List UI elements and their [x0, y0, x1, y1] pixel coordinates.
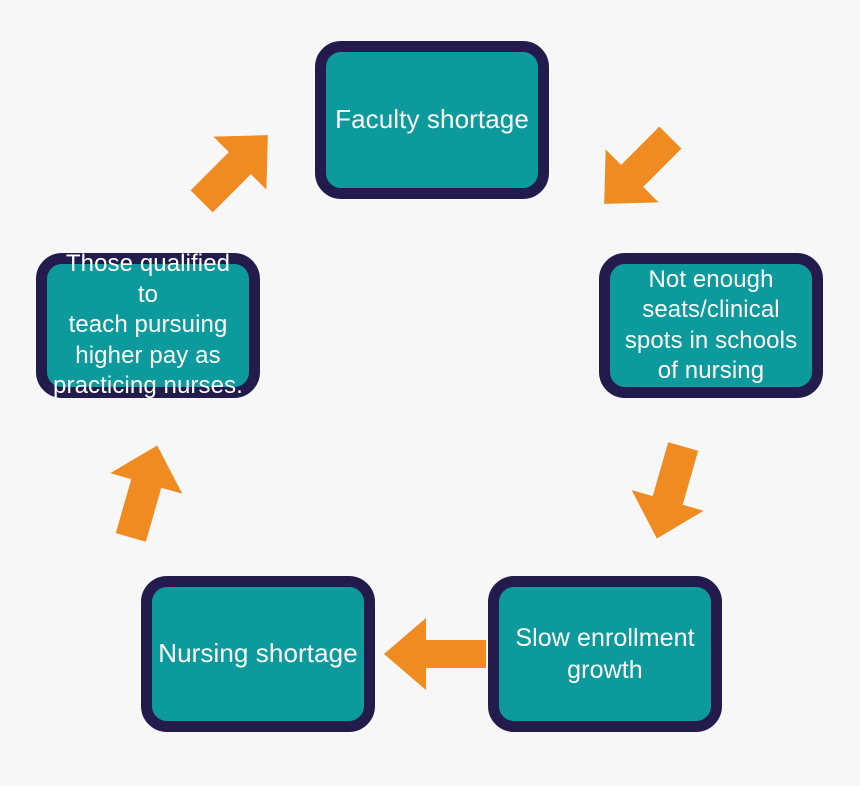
node-not-enough-seats[interactable]: Not enough seats/clinical spots in schoo…	[599, 253, 823, 398]
node-label: Those qualified to teach pursuing higher…	[53, 250, 243, 400]
node-nursing-shortage[interactable]: Nursing shortage	[141, 576, 375, 732]
arrow-up-right-icon	[182, 117, 286, 221]
node-label: Slow enrollment growth	[515, 623, 695, 685]
node-label: Faculty shortage	[335, 104, 529, 135]
arrow-up-icon	[92, 437, 196, 547]
arrow-down-icon	[618, 438, 722, 548]
node-slow-enrollment[interactable]: Slow enrollment growth	[488, 576, 722, 732]
node-faculty-shortage[interactable]: Faculty shortage	[315, 41, 549, 199]
node-qualified-teach[interactable]: Those qualified to teach pursuing higher…	[36, 250, 260, 399]
arrow-left-icon	[380, 614, 490, 694]
node-label: Nursing shortage	[158, 638, 358, 669]
node-label: Not enough seats/clinical spots in schoo…	[624, 265, 798, 384]
arrow-down-right-icon	[586, 118, 690, 222]
